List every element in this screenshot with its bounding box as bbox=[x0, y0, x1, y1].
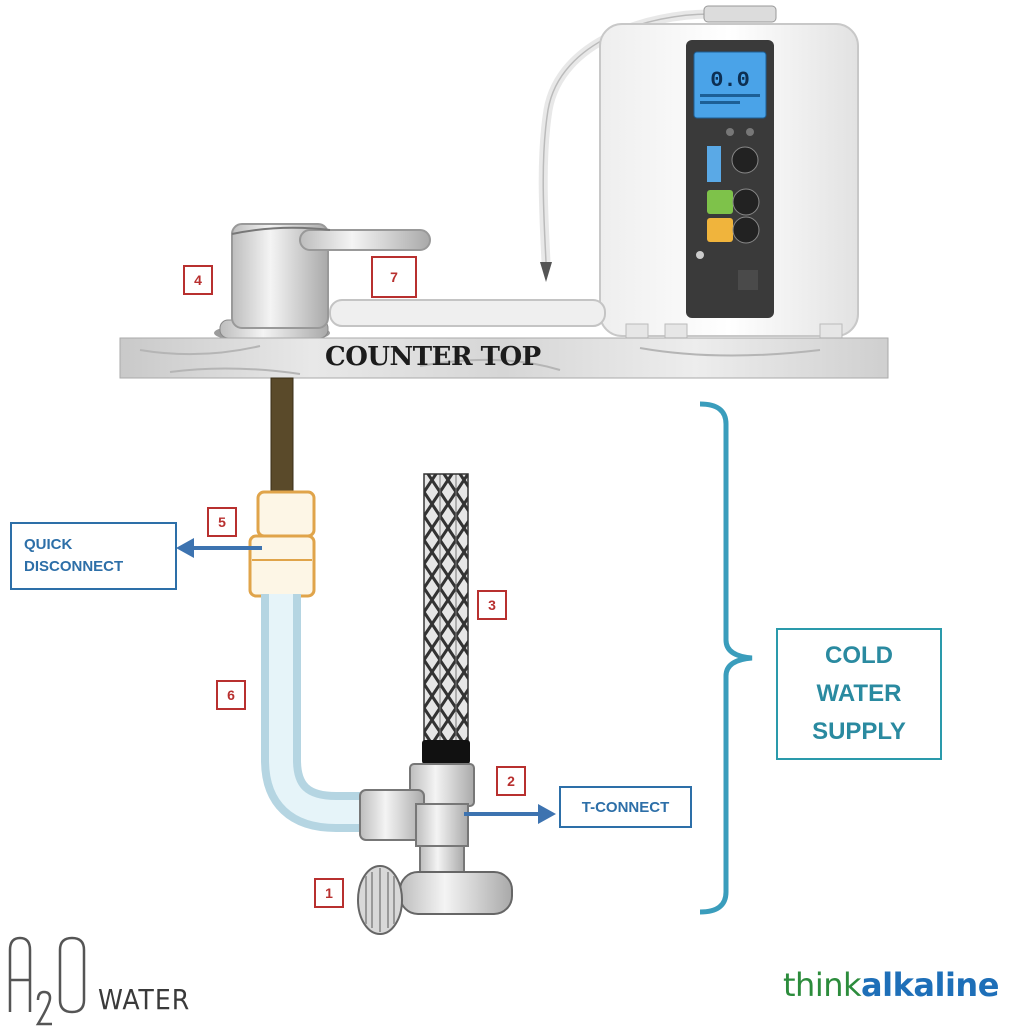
quick-disconnect-arrow bbox=[176, 538, 262, 558]
counter-top bbox=[119, 337, 889, 379]
number-3: 3 bbox=[477, 590, 507, 620]
quick-disconnect-line2: DISCONNECT bbox=[24, 558, 124, 575]
think-text: think bbox=[783, 966, 862, 1004]
counter-top-label: COUNTER TOP bbox=[325, 342, 541, 372]
number-7: 7 bbox=[371, 256, 417, 298]
cold-water-supply-label: COLD WATER SUPPLY bbox=[776, 628, 942, 760]
alkaline-text: alkaline bbox=[861, 966, 999, 1004]
a2o-water-wordmark: WATER bbox=[98, 983, 191, 1016]
t-connect-arrow bbox=[464, 804, 556, 824]
faucet-feed-line bbox=[270, 377, 294, 497]
number-4: 4 bbox=[183, 265, 213, 295]
cold-water-supply-bracket bbox=[699, 401, 753, 915]
t-connect-valve bbox=[357, 763, 513, 935]
quick-disconnect-line1: QUICK bbox=[24, 536, 73, 553]
number-1: 1 bbox=[314, 878, 344, 908]
a2o-water-logo bbox=[8, 936, 86, 1026]
water-ionizer: 0.0 bbox=[599, 23, 859, 345]
ionizer-display-value: 0.0 bbox=[710, 68, 750, 93]
number-6: 6 bbox=[216, 680, 246, 710]
faucet bbox=[214, 223, 431, 343]
number-2: 2 bbox=[496, 766, 526, 796]
braided-supply-hose bbox=[423, 473, 469, 743]
quick-connect-fitting bbox=[248, 490, 316, 598]
ionizer-supply-tube bbox=[329, 299, 606, 327]
number-5: 5 bbox=[207, 507, 237, 537]
quick-disconnect-callout: QUICK DISCONNECT bbox=[10, 522, 177, 590]
think-alkaline-logo: thinkalkaline bbox=[783, 966, 999, 1004]
t-connect-callout: T-CONNECT bbox=[559, 786, 692, 828]
